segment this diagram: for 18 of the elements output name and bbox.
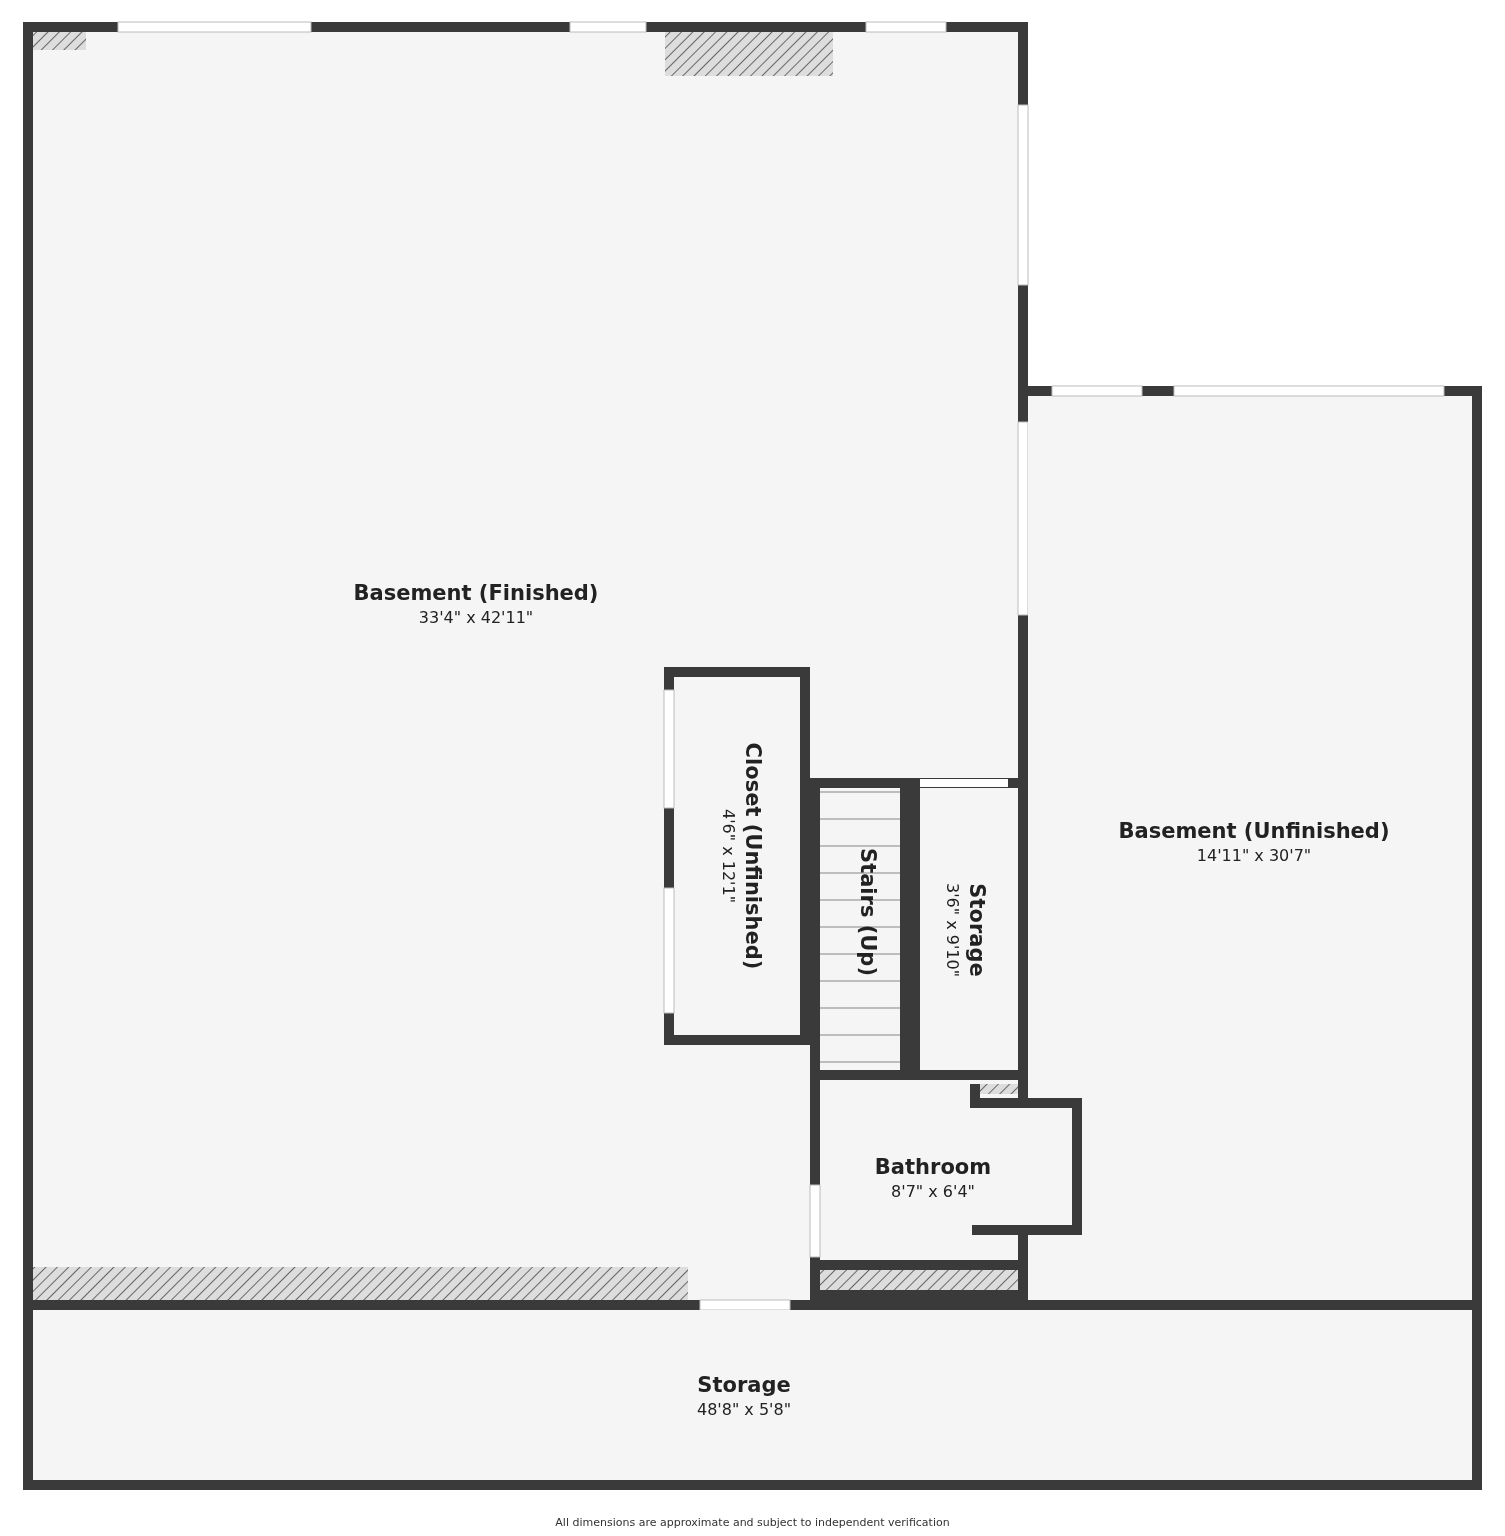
room-outline xyxy=(23,1310,1482,1490)
room-outline xyxy=(1028,386,1482,1310)
room-dimensions: 33'4" x 42'11" xyxy=(417,607,535,629)
room-dimensions: 14'11" x 30'7" xyxy=(1195,845,1313,867)
room-name: Storage xyxy=(696,1372,792,1399)
disclaimer-note: All dimensions are approximate and subject to independent verification xyxy=(554,1516,951,1529)
room-outline xyxy=(664,667,810,1045)
room-dimensions: 3'6" x 9'10" xyxy=(942,882,963,978)
room-dimensions: 4'6" x 12'1" xyxy=(718,807,739,905)
room-dimensions: 48'8" x 5'8" xyxy=(696,1399,792,1421)
room-name: Storage xyxy=(964,882,990,978)
room-name: Basement (Finished) xyxy=(353,580,599,607)
room-name: Closet (Unfinished) xyxy=(740,742,766,970)
room-outline xyxy=(910,778,1018,1080)
room-name: Basement (Unfinished) xyxy=(1118,818,1390,845)
room-dimensions: 8'7" x 6'4" xyxy=(890,1181,976,1203)
room-name: Bathroom xyxy=(874,1154,992,1181)
room-name: Stairs (Up) xyxy=(855,848,881,976)
